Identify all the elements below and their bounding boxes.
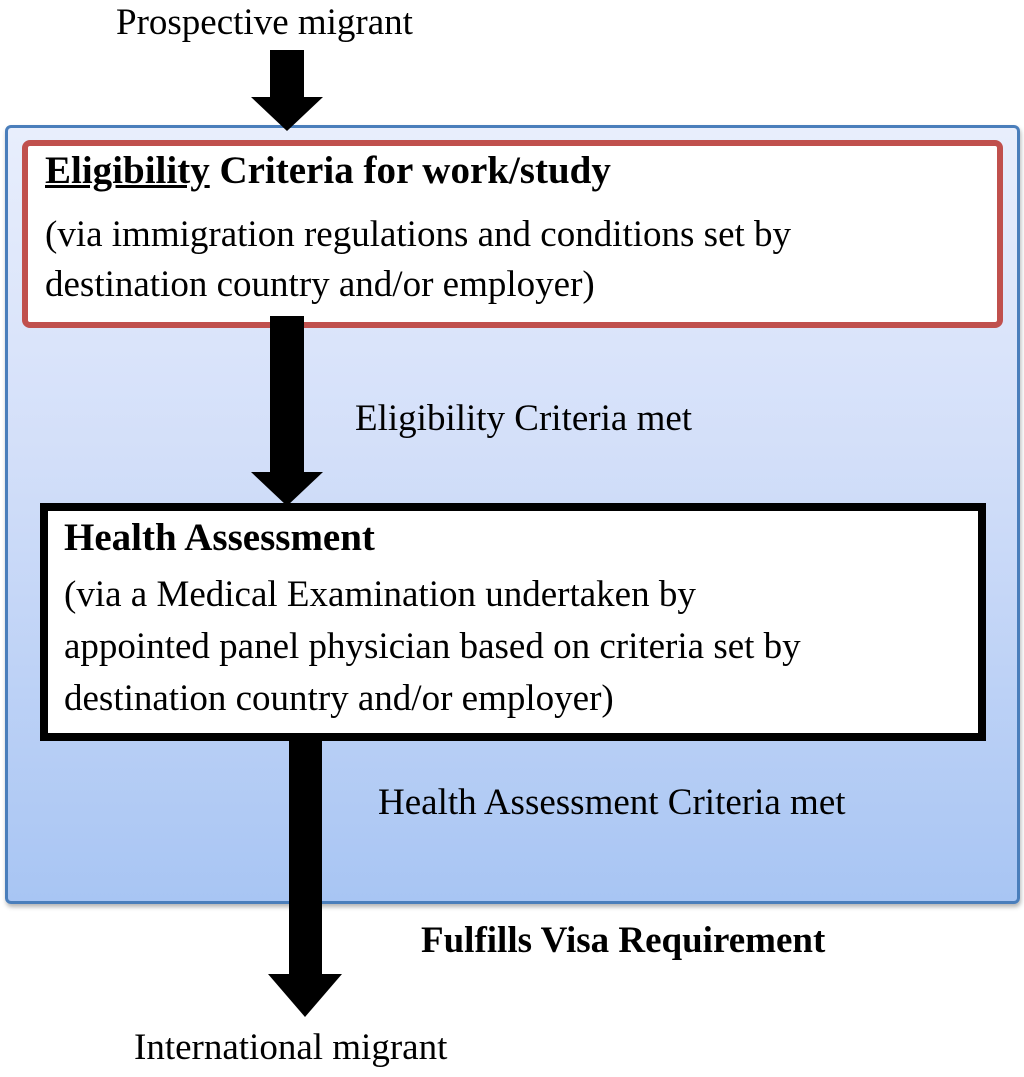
- health-assessment-title: Health Assessment: [64, 516, 375, 559]
- eligibility-criteria-body-line2: destination country and/or employer): [45, 264, 595, 305]
- health-assessment-body-line2: appointed panel physician based on crite…: [64, 626, 801, 667]
- eligibility-criteria-box: [22, 140, 1003, 328]
- health-assessment-body-line3: destination country and/or employer): [64, 678, 614, 719]
- health-assessment-body-line1: (via a Medical Examination undertaken by: [64, 574, 696, 615]
- eligibility-criteria-met-label: Eligibility Criteria met: [355, 398, 693, 439]
- down-arrow-middle-head: [251, 472, 323, 506]
- down-arrow-bottom-head: [268, 974, 342, 1017]
- down-arrow-bottom-shaft: [289, 735, 322, 977]
- eligibility-criteria-body-line1: (via immigration regulations and conditi…: [45, 214, 792, 255]
- down-arrow-top-head: [251, 97, 323, 131]
- fulfills-visa-requirement-label: Fulfills Visa Requirement: [421, 920, 826, 961]
- down-arrow-middle-shaft: [270, 316, 304, 474]
- health-assessment-box: [40, 503, 986, 741]
- eligibility-title-underlined-word: Eligibility: [45, 149, 210, 192]
- eligibility-title-rest: Criteria for work/study: [209, 149, 611, 192]
- international-migrant-label: International migrant: [134, 1027, 448, 1068]
- down-arrow-top-shaft: [270, 50, 304, 100]
- health-assessment-criteria-met-label: Health Assessment Criteria met: [378, 782, 846, 823]
- eligibility-criteria-title: Eligibility Criteria for work/study: [45, 148, 611, 193]
- prospective-migrant-label: Prospective migrant: [116, 2, 413, 43]
